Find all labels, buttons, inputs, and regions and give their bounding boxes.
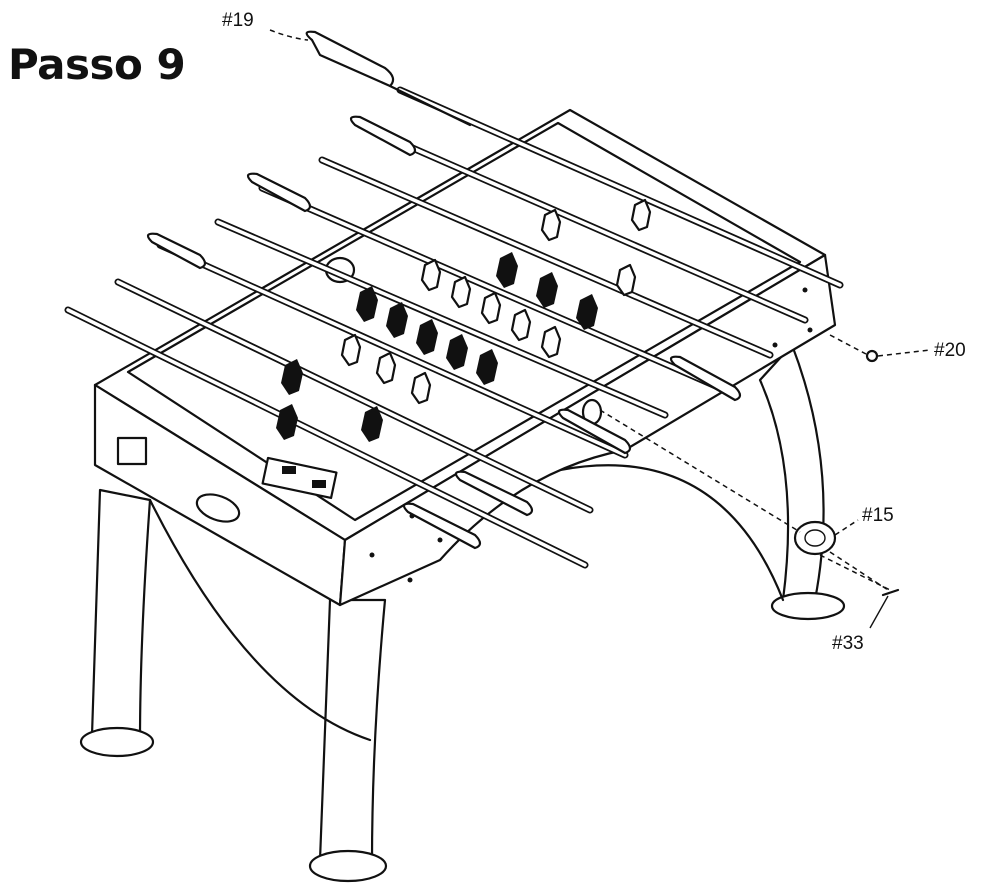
part-15-cup bbox=[793, 520, 837, 556]
rod-handles bbox=[146, 30, 742, 550]
callout-part-33: #33 bbox=[832, 633, 864, 654]
table-legs bbox=[79, 343, 846, 883]
callout-part-15: #15 bbox=[862, 505, 894, 526]
player-rods bbox=[64, 86, 844, 569]
player-figures bbox=[276, 198, 652, 442]
callout-part-19: #19 bbox=[222, 10, 254, 31]
step-title: Passo 9 bbox=[8, 40, 186, 89]
part-20-bumper bbox=[865, 349, 879, 363]
part-33-screw bbox=[881, 588, 900, 597]
callout-part-20: #20 bbox=[934, 340, 966, 361]
hardware-parts bbox=[269, 29, 931, 629]
